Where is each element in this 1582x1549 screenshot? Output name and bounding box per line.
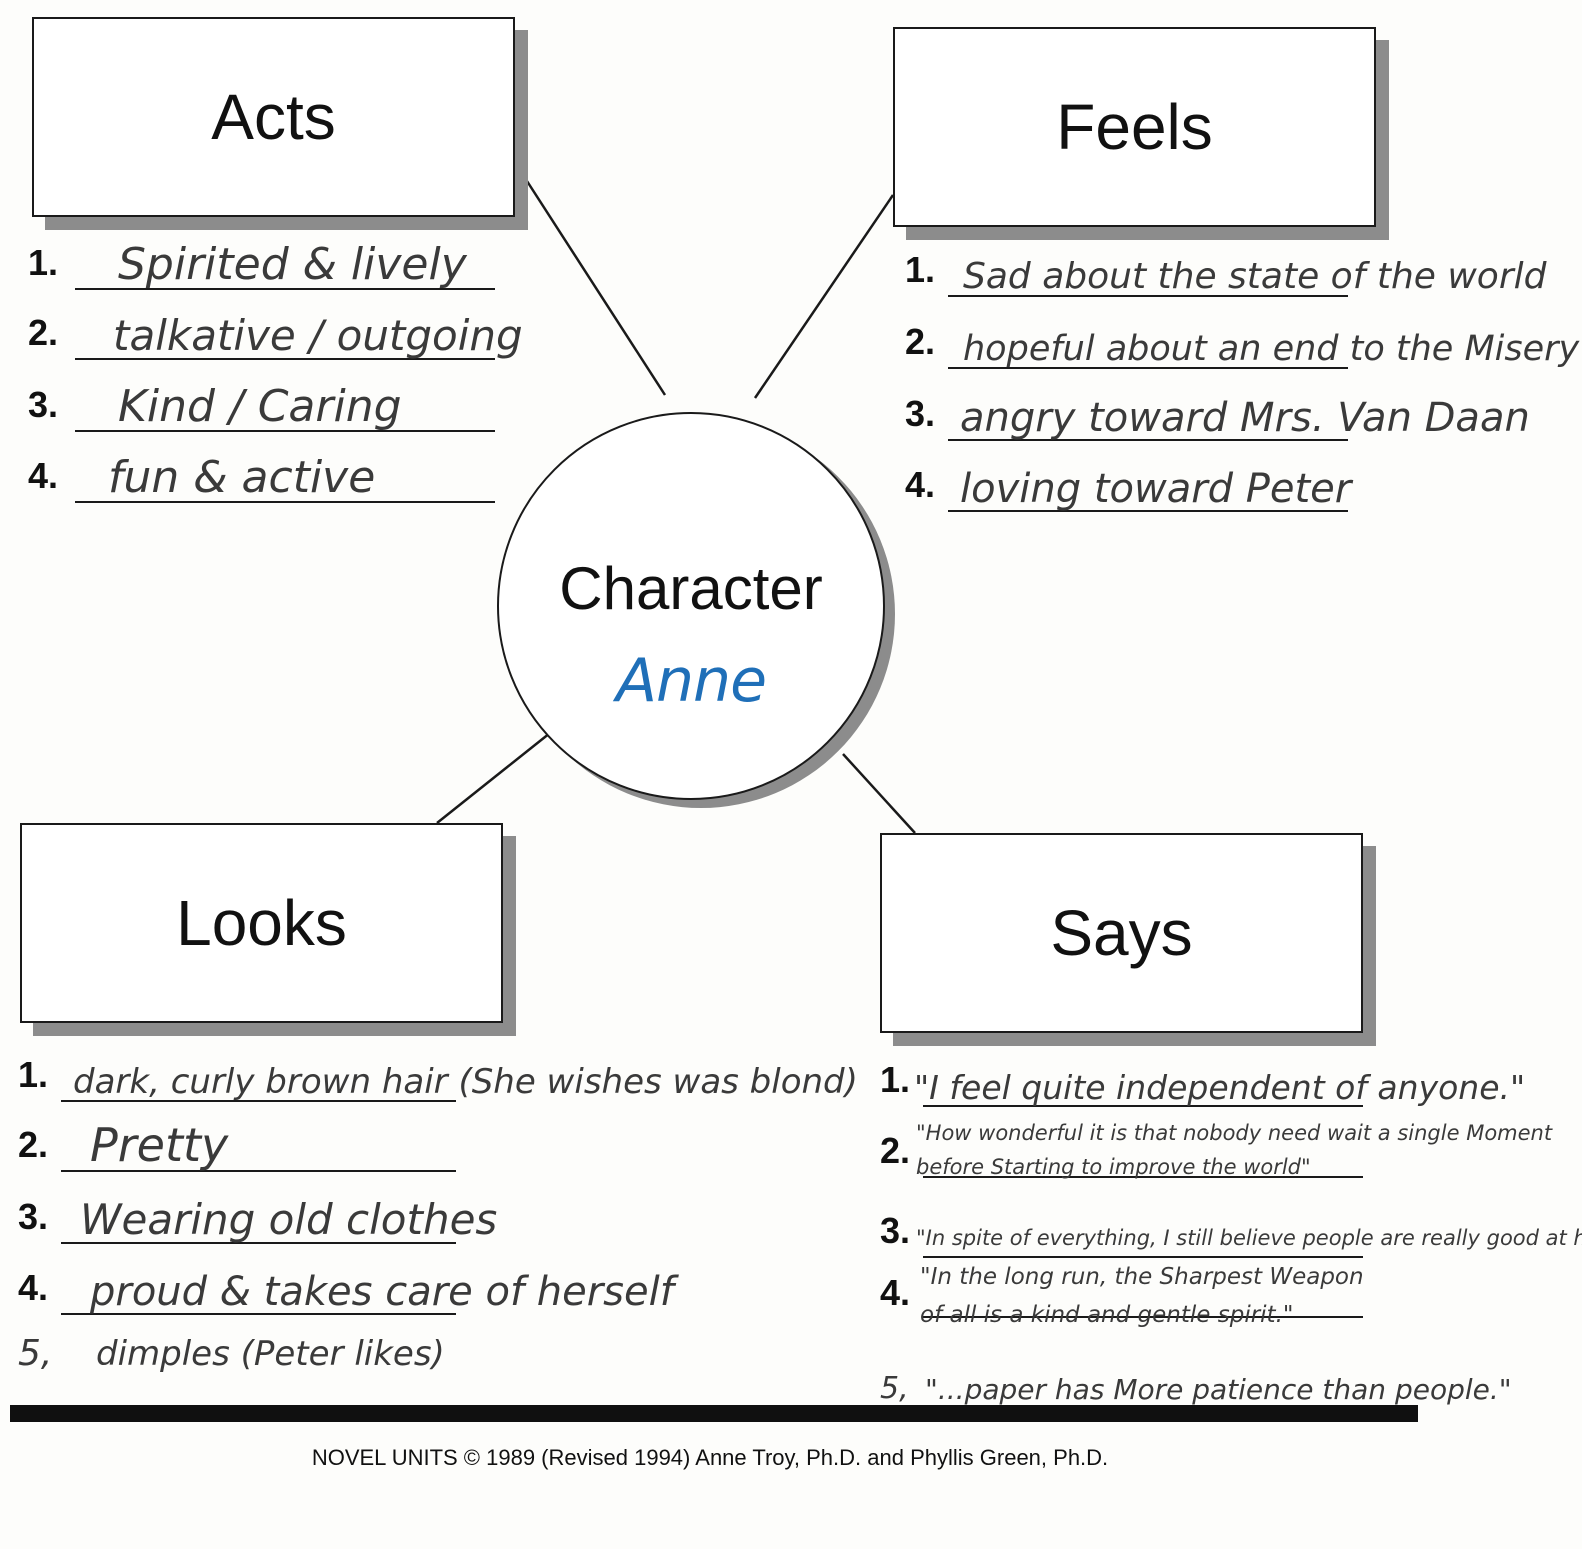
list-number: 4. bbox=[880, 1272, 911, 1313]
feels-item-1: 1. Sad about the state of the world bbox=[905, 235, 1565, 299]
looks-item-1: 1. dark, curly brown hair (She wishes wa… bbox=[18, 1040, 878, 1104]
says-item-4: 4. "In the long run, the Sharpest Weapon… bbox=[880, 1258, 1570, 1358]
list-number: 1. bbox=[18, 1054, 49, 1095]
handwritten-answer: proud & takes care of herself bbox=[90, 1269, 674, 1315]
character-label: Character bbox=[559, 555, 823, 622]
says-title: Says bbox=[1050, 897, 1193, 969]
handwritten-answer: dimples (Peter likes) bbox=[96, 1334, 445, 1374]
character-circle: Character Anne bbox=[497, 412, 885, 800]
list-number: 4. bbox=[18, 1267, 49, 1308]
handwritten-answer: "...paper has More patience than people.… bbox=[925, 1373, 1512, 1406]
acts-box: Acts bbox=[32, 17, 515, 217]
footer-bar bbox=[10, 1405, 1418, 1422]
says-item-2: 2. "How wonderful it is that nobody need… bbox=[880, 1116, 1570, 1224]
feels-item-2: 2. hopeful about an end to the Misery bbox=[905, 307, 1579, 371]
looks-item-5: 5, dimples (Peter likes) bbox=[18, 1318, 658, 1382]
handwritten-answer: "In spite of everything, I still believe… bbox=[916, 1226, 1582, 1250]
looks-item-4: 4. proud & takes care of herself bbox=[18, 1253, 778, 1317]
looks-box: Looks bbox=[20, 823, 503, 1023]
says-box: Says bbox=[880, 833, 1363, 1033]
list-number: 4. bbox=[28, 455, 59, 496]
list-number: 5, bbox=[18, 1333, 53, 1374]
handwritten-answer: talkative / outgoing bbox=[113, 311, 523, 360]
looks-title: Looks bbox=[176, 887, 347, 959]
handwritten-answer: "I feel quite independent of anyone." bbox=[914, 1068, 1526, 1107]
handwritten-answer: Kind / Caring bbox=[118, 381, 402, 432]
acts-item-2: 2. talkative / outgoing bbox=[28, 298, 588, 362]
acts-title: Acts bbox=[211, 81, 336, 153]
acts-item-4: 4. fun & active bbox=[28, 441, 548, 505]
handwritten-answer: Sad about the state of the world bbox=[963, 256, 1547, 297]
handwritten-answer: hopeful about an end to the Misery bbox=[963, 329, 1580, 369]
says-item-1: 1. "I feel quite independent of anyone." bbox=[880, 1045, 1570, 1109]
list-number: 2. bbox=[880, 1130, 911, 1171]
connector-acts bbox=[523, 177, 667, 396]
handwritten-answer: Spirited & lively bbox=[118, 239, 467, 290]
acts-item-1: 1. Spirited & lively bbox=[28, 228, 548, 292]
feels-item-3: 3. angry toward Mrs. Van Daan bbox=[905, 379, 1565, 443]
connector-feels bbox=[753, 194, 895, 399]
handwritten-answer: dark, curly brown hair (She wishes was b… bbox=[73, 1062, 858, 1102]
list-number: 3. bbox=[18, 1196, 49, 1237]
says-item-3: 3. "In spite of everything, I still beli… bbox=[880, 1190, 1582, 1260]
list-number: 3. bbox=[28, 384, 59, 425]
list-number: 3. bbox=[880, 1210, 911, 1251]
connector-says bbox=[842, 753, 916, 834]
list-number: 3. bbox=[905, 393, 936, 434]
looks-item-2: 2. Pretty bbox=[18, 1110, 578, 1174]
connector-looks bbox=[436, 732, 551, 824]
acts-item-3: 3. Kind / Caring bbox=[28, 370, 548, 434]
handwritten-answer: loving toward Peter bbox=[960, 466, 1352, 512]
list-number: 2. bbox=[28, 312, 59, 353]
handwritten-answer: Wearing old clothes bbox=[80, 1195, 498, 1244]
handwritten-answer: "In the long run, the Sharpest Weapon of… bbox=[920, 1264, 1364, 1328]
list-number: 1. bbox=[905, 249, 936, 290]
list-number: 2. bbox=[18, 1124, 49, 1165]
feels-title: Feels bbox=[1056, 91, 1213, 163]
says-item-5: 5, "...paper has More patience than peop… bbox=[880, 1362, 1570, 1412]
handwritten-answer: angry toward Mrs. Van Daan bbox=[960, 395, 1530, 441]
list-number: 5, bbox=[880, 1371, 909, 1406]
list-number: 2. bbox=[905, 321, 936, 362]
feels-item-4: 4. loving toward Peter bbox=[905, 450, 1565, 514]
handwritten-answer: Pretty bbox=[90, 1118, 229, 1172]
handwritten-answer: fun & active bbox=[108, 452, 376, 503]
character-name: Anne bbox=[615, 646, 767, 716]
feels-box: Feels bbox=[893, 27, 1376, 227]
looks-item-3: 3. Wearing old clothes bbox=[18, 1182, 578, 1246]
handwritten-answer: "How wonderful it is that nobody need wa… bbox=[916, 1121, 1553, 1179]
list-number: 4. bbox=[905, 464, 936, 505]
list-number: 1. bbox=[880, 1059, 911, 1100]
copyright-text: NOVEL UNITS © 1989 (Revised 1994) Anne T… bbox=[311, 1445, 1109, 1470]
list-number: 1. bbox=[28, 242, 59, 283]
